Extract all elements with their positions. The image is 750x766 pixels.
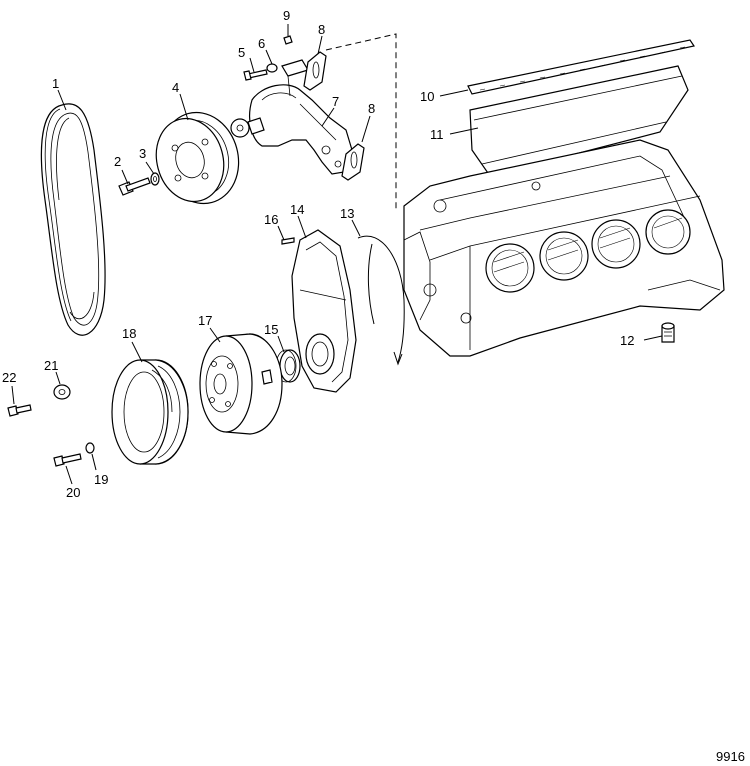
figure-number: 9916 — [716, 749, 745, 764]
pump-gasket-upper — [303, 51, 327, 91]
lock-washer — [85, 442, 95, 454]
oil-seal — [357, 235, 405, 366]
timing-cover — [291, 229, 357, 393]
flat-washer — [53, 384, 71, 400]
crankshaft-pulley — [111, 359, 189, 465]
pump-washer — [266, 63, 278, 73]
callout-labels: 1 2 3 4 5 6 7 8 8 9 10 11 12 13 14 15 16… — [2, 8, 634, 500]
callout-17: 17 — [198, 313, 212, 328]
valley-gasket — [467, 39, 695, 95]
engine-block — [403, 139, 725, 357]
pump-gasket-lower — [341, 143, 365, 181]
callout-9: 9 — [283, 8, 290, 23]
cover-screw — [281, 237, 295, 245]
callout-7: 7 — [332, 94, 339, 109]
callout-16: 16 — [264, 212, 278, 227]
balancer-bolt — [53, 453, 82, 467]
callout-20: 20 — [66, 485, 80, 500]
callout-5: 5 — [238, 45, 245, 60]
callout-1: 1 — [52, 76, 59, 91]
callout-4: 4 — [172, 80, 179, 95]
callout-8-upper: 8 — [318, 22, 325, 37]
plug — [283, 35, 293, 45]
pump-bolt — [243, 69, 268, 81]
callout-3: 3 — [139, 146, 146, 161]
callout-13: 13 — [340, 206, 354, 221]
callout-11: 11 — [430, 127, 444, 142]
callout-21: 21 — [44, 358, 58, 373]
washer — [150, 172, 160, 186]
drive-belt — [40, 103, 106, 336]
pulley-bolt — [118, 177, 151, 196]
callout-15: 15 — [264, 322, 278, 337]
callout-22: 22 — [2, 370, 16, 385]
callout-6: 6 — [258, 36, 265, 51]
valley-cover-plate — [469, 65, 689, 177]
callout-19: 19 — [94, 472, 108, 487]
callout-12: 12 — [620, 333, 634, 348]
callout-2: 2 — [114, 154, 121, 169]
water-pump-pulley — [155, 111, 240, 205]
harmonic-balancer — [199, 333, 283, 435]
water-pump — [230, 59, 353, 175]
leader-lines — [11, 24, 663, 485]
callout-18: 18 — [122, 326, 136, 341]
callout-14: 14 — [290, 202, 304, 217]
callout-8-lower: 8 — [368, 101, 375, 116]
callout-10: 10 — [420, 89, 434, 104]
block-plug — [661, 322, 675, 343]
pulley-bolt-small — [7, 404, 32, 417]
